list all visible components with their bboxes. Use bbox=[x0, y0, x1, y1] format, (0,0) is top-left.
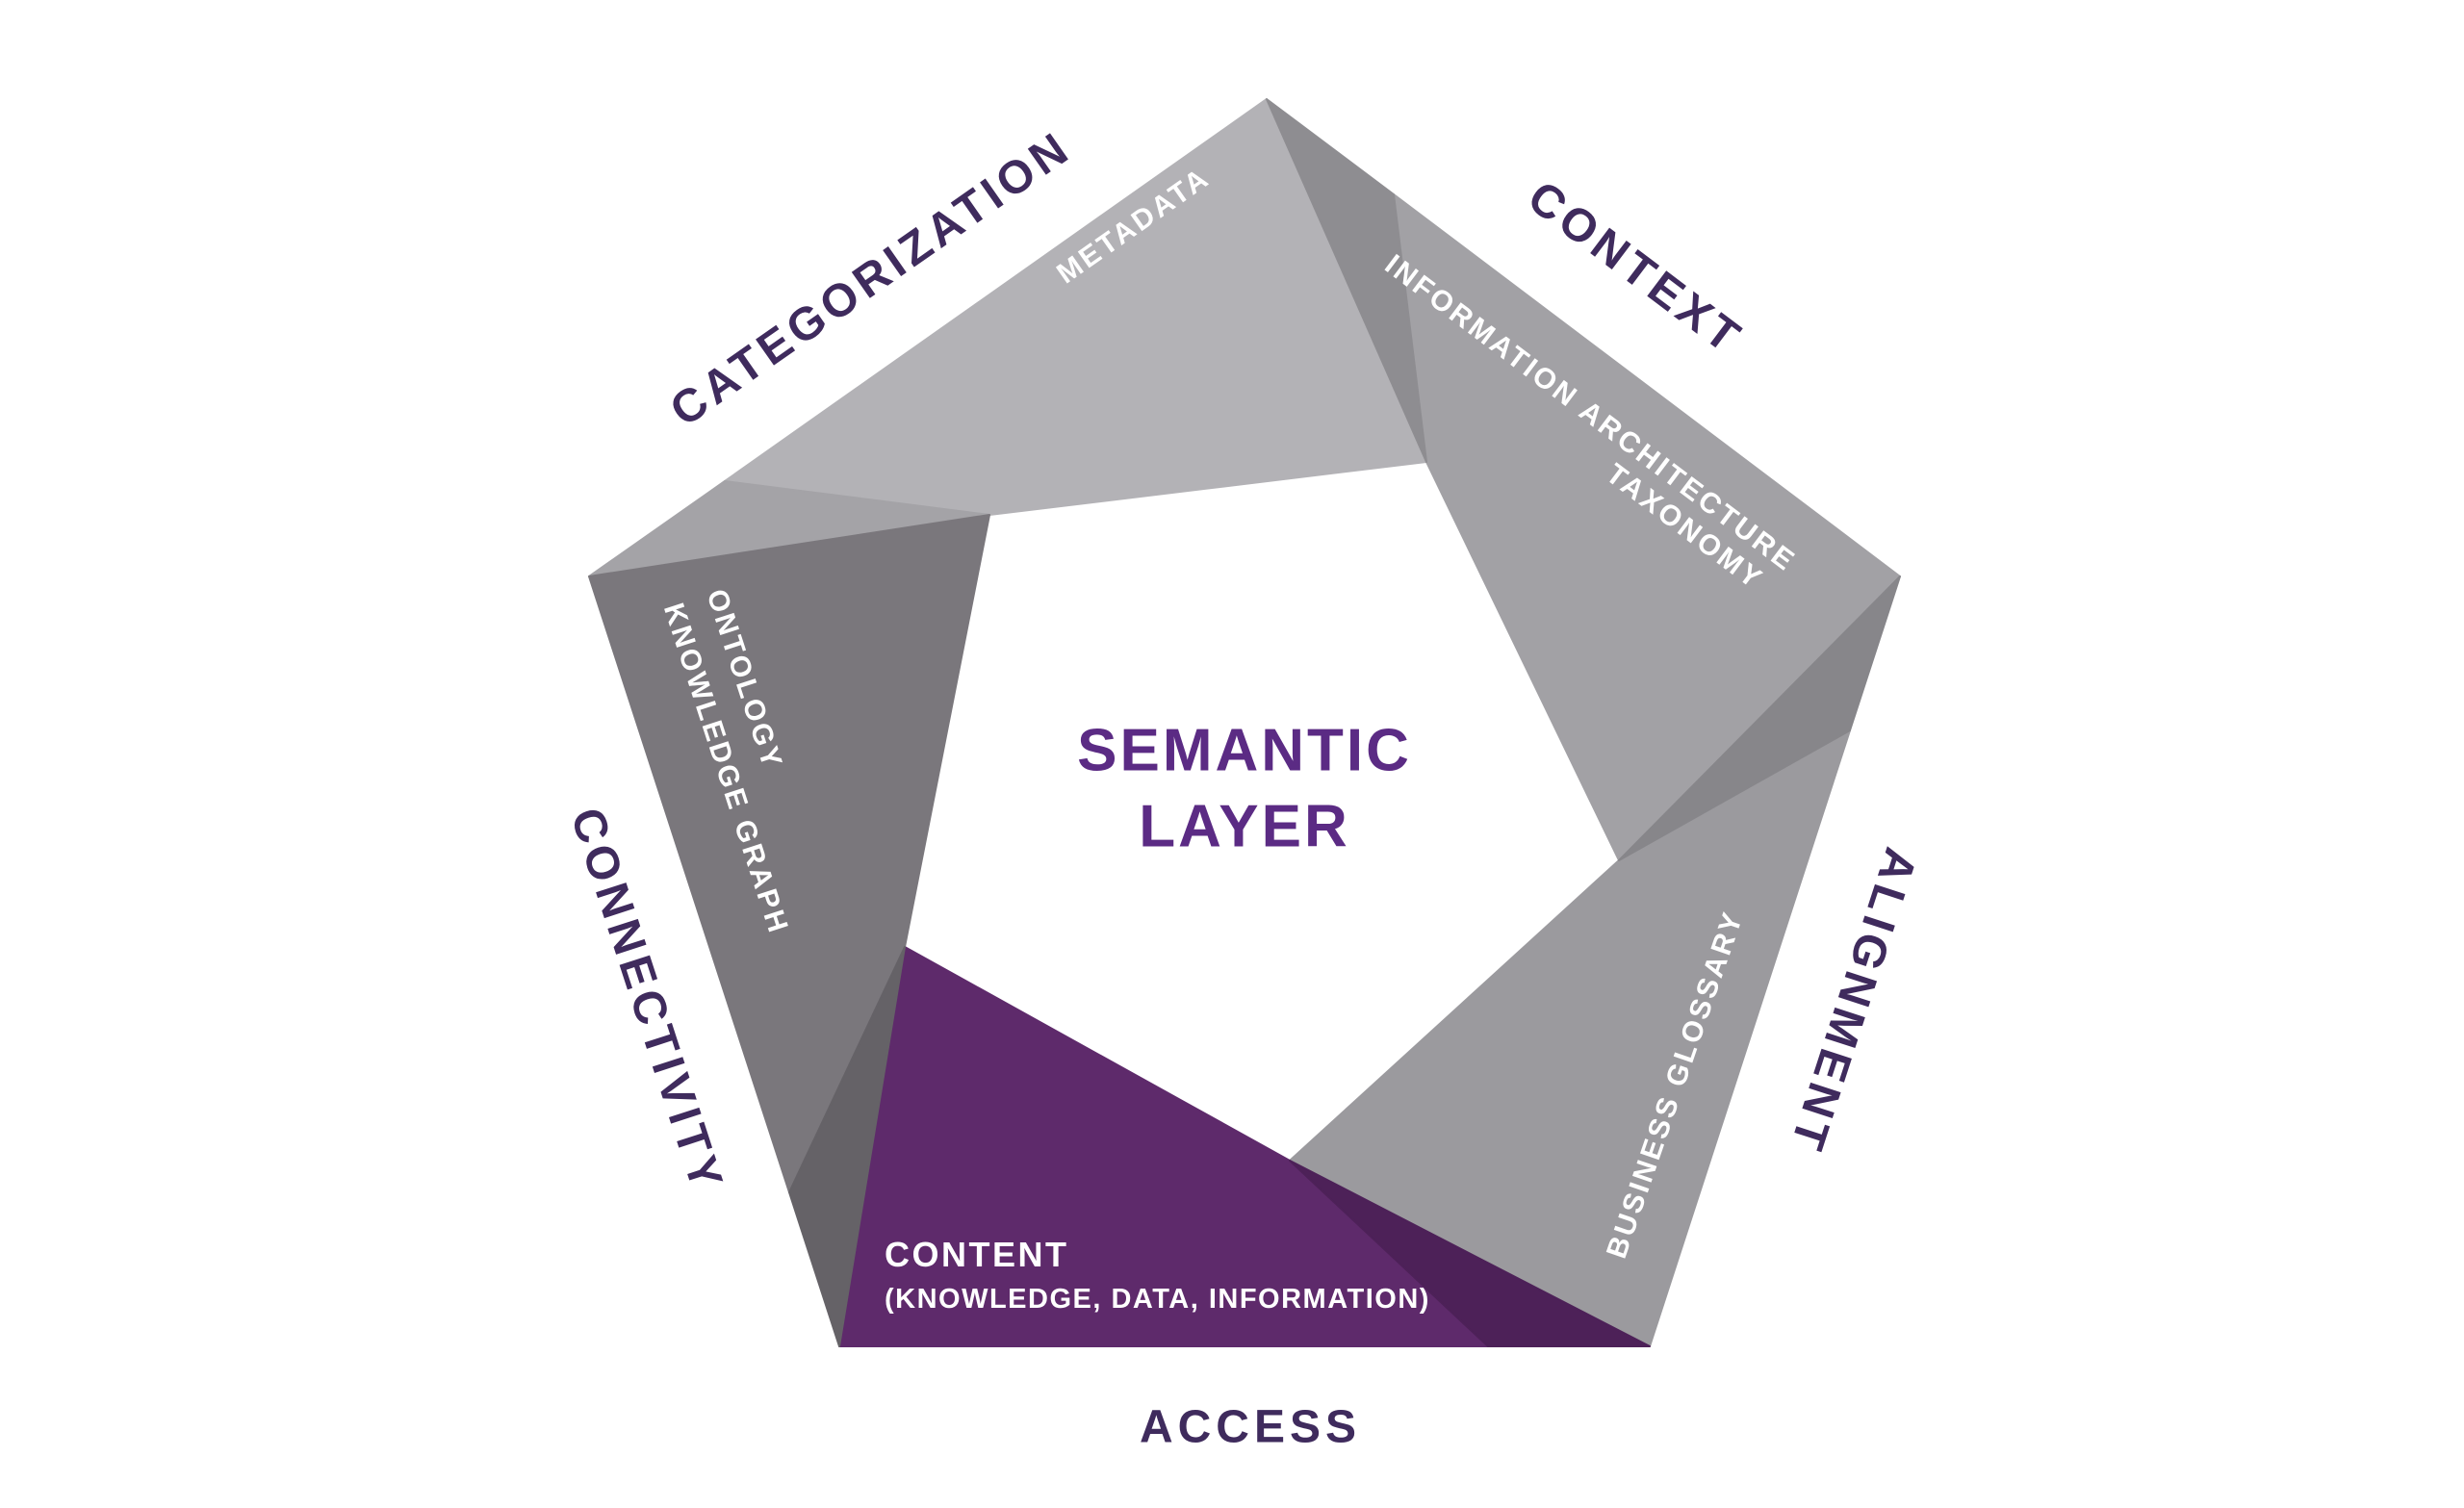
segment-connectivity-fold bbox=[788, 946, 906, 1347]
segment-access-fold bbox=[1289, 1160, 1651, 1347]
access-label: ACCESS bbox=[1139, 1401, 1362, 1453]
content-label-subtitle: (KNOWLEDGE, DATA, INFORMATION) bbox=[885, 1284, 1430, 1315]
center-title: SEMANTIC LAYER bbox=[1077, 713, 1412, 866]
center-title-line2: LAYER bbox=[1139, 794, 1350, 860]
segment-alignment-fold bbox=[1618, 575, 1901, 861]
segment-context-fold bbox=[1266, 98, 1427, 463]
content-label-title: CONTENT bbox=[885, 1235, 1069, 1274]
center-title-line1: SEMANTIC bbox=[1077, 717, 1412, 784]
content-label: CONTENT (KNOWLEDGE, DATA, INFORMATION) bbox=[885, 1235, 1430, 1316]
